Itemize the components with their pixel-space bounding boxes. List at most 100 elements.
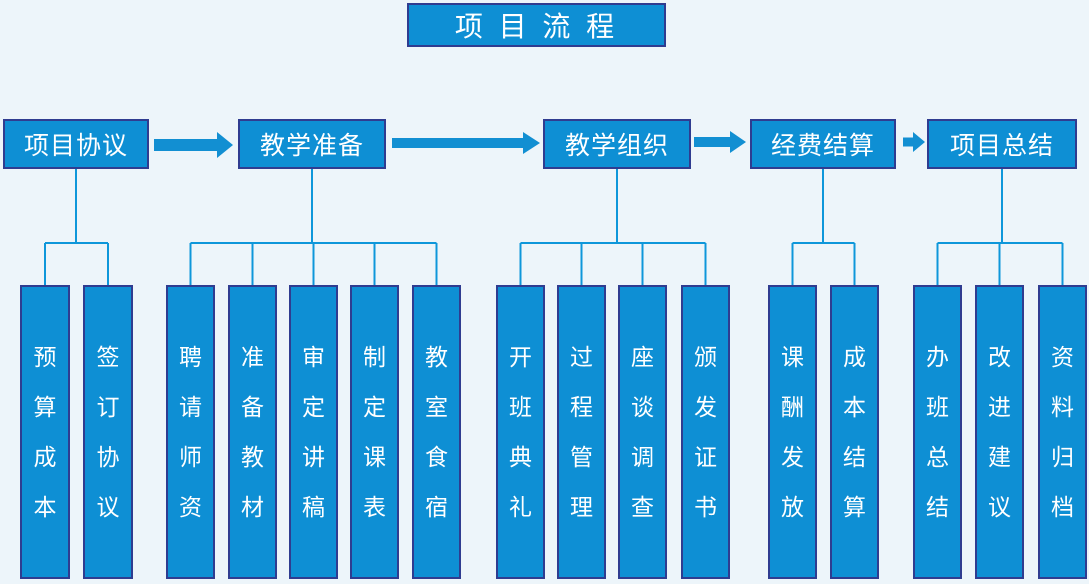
task-box-1-2: 签订协议: [83, 285, 133, 579]
task-char: 谈: [631, 393, 654, 420]
task-char: 制: [363, 343, 386, 370]
connector-group-1: [44, 168, 109, 287]
flow-arrow-icon: [694, 131, 746, 153]
task-box-5-1: 办班总结: [913, 285, 962, 579]
task-char: 发: [781, 443, 804, 470]
stage-label: 经费结算: [770, 132, 875, 160]
task-char: 师: [179, 443, 202, 470]
task-char: 调: [631, 443, 654, 470]
stage-box-1: 项目协议: [3, 119, 149, 169]
task-char: 成: [33, 443, 57, 470]
task-char: 档: [1051, 493, 1074, 520]
task-char: 算: [843, 493, 866, 520]
task-box-2-3: 审定讲稿: [289, 285, 338, 579]
task-char: 算: [33, 393, 57, 420]
page-title: 项 目 流 程: [407, 3, 666, 47]
task-char: 请: [179, 393, 202, 420]
task-box-3-4: 颁发证书: [681, 285, 730, 579]
flow-arrow-icon: [903, 132, 925, 152]
task-char: 进: [988, 393, 1011, 420]
task-char: 稿: [302, 493, 325, 520]
task-char: 总: [926, 443, 949, 470]
task-box-3-1: 开班典礼: [496, 285, 545, 579]
task-char: 备: [241, 393, 264, 420]
task-char: 资: [179, 493, 202, 520]
task-char: 协: [96, 443, 120, 470]
task-char: 归: [1051, 443, 1074, 470]
task-box-2-1: 聘请师资: [166, 285, 215, 579]
task-box-5-3: 资料归档: [1038, 285, 1087, 579]
stage-box-2: 教学准备: [238, 119, 386, 169]
task-char: 程: [570, 393, 593, 420]
stage-label: 项目总结: [949, 132, 1054, 160]
task-char: 宿: [425, 493, 448, 520]
task-char: 办: [926, 343, 949, 370]
task-char: 议: [988, 493, 1011, 520]
stage-box-4: 经费结算: [750, 119, 896, 169]
task-char: 审: [302, 343, 325, 370]
page-title-text: 项 目 流 程: [454, 11, 619, 42]
task-char: 材: [241, 493, 264, 520]
flow-arrow-icon: [154, 132, 233, 158]
task-char: 室: [425, 393, 448, 420]
task-char: 定: [363, 393, 386, 420]
task-char: 教: [241, 443, 264, 470]
task-char: 礼: [509, 493, 532, 520]
task-char: 预: [33, 343, 57, 370]
task-box-5-2: 改进建议: [975, 285, 1024, 579]
task-char: 课: [363, 443, 386, 470]
task-char: 理: [570, 493, 593, 520]
task-char: 课: [781, 343, 804, 370]
task-char: 班: [509, 393, 532, 420]
task-char: 颁: [694, 343, 717, 370]
task-box-2-4: 制定课表: [350, 285, 399, 579]
task-char: 表: [363, 493, 386, 520]
task-box-2-5: 教室食宿: [412, 285, 461, 579]
task-char: 讲: [302, 443, 325, 470]
task-char: 议: [96, 493, 120, 520]
task-char: 食: [425, 443, 448, 470]
connector-group-3: [519, 168, 707, 287]
task-char: 开: [509, 343, 532, 370]
task-char: 教: [425, 343, 448, 370]
task-char: 结: [926, 493, 949, 520]
task-char: 订: [96, 393, 120, 420]
connector-group-5: [936, 168, 1064, 287]
stage-label: 项目协议: [23, 132, 128, 160]
task-char: 酬: [781, 393, 804, 420]
task-box-3-2: 过程管理: [557, 285, 606, 579]
task-char: 签: [96, 343, 120, 370]
flow-arrow-icon: [392, 132, 540, 154]
task-char: 书: [694, 493, 717, 520]
task-char: 定: [302, 393, 325, 420]
task-box-2-2: 准备教材: [228, 285, 277, 579]
stage-box-3: 教学组织: [543, 119, 691, 169]
task-char: 放: [781, 493, 804, 520]
task-char: 证: [694, 443, 717, 470]
task-char: 聘: [179, 343, 202, 370]
task-char: 座: [631, 343, 654, 370]
task-char: 管: [570, 443, 593, 470]
task-char: 建: [988, 443, 1011, 470]
task-box-4-2: 成本结算: [830, 285, 879, 579]
task-char: 资: [1051, 343, 1074, 370]
stage-label: 教学准备: [259, 132, 364, 160]
task-char: 准: [241, 343, 264, 370]
task-char: 本: [843, 393, 866, 420]
task-char: 典: [509, 443, 532, 470]
task-box-4-1: 课酬发放: [768, 285, 817, 579]
connector-group-2: [189, 168, 438, 287]
task-char: 过: [570, 343, 593, 370]
stage-box-5: 项目总结: [927, 119, 1077, 169]
task-char: 成: [843, 343, 866, 370]
task-char: 查: [631, 493, 654, 520]
task-char: 班: [926, 393, 949, 420]
stage-label: 教学组织: [564, 132, 669, 160]
task-char: 本: [33, 493, 57, 520]
task-char: 料: [1051, 393, 1074, 420]
task-char: 改: [988, 343, 1011, 370]
task-box-3-3: 座谈调查: [618, 285, 667, 579]
task-char: 发: [694, 393, 717, 420]
